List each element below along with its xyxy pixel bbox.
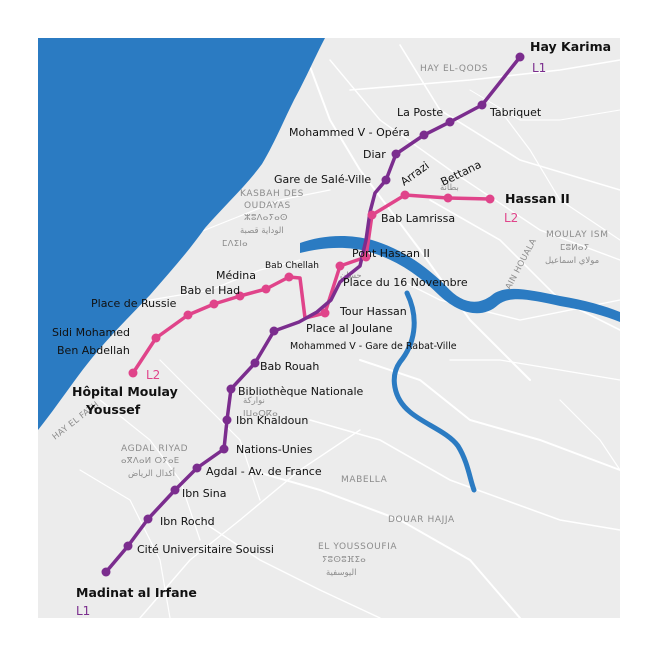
stop-place-16-novembre[interactable]	[335, 261, 345, 271]
district-moulay-tif: ⵎⵓⵍⴰⵢ	[560, 243, 589, 253]
stop-place-de-russie[interactable]	[183, 310, 193, 320]
terminal-hopital-2: Youssef	[85, 402, 141, 417]
district-kasbah-1: KASBAH DES	[240, 189, 304, 199]
stop-bibliotheque[interactable]	[226, 384, 236, 394]
district-mabella: MABELLA	[341, 475, 388, 485]
district-hassan-ar: حسان	[340, 271, 362, 281]
stop-cite-universitaire[interactable]	[123, 541, 133, 551]
stop-bab-lamrissa[interactable]	[367, 210, 377, 220]
label-cite-universitaire: Cité Universitaire Souissi	[137, 543, 274, 556]
district-agdal-riyad: AGDAL RIYAD	[121, 444, 188, 454]
district-bibli-tif: ⵏⵡⴰⵔⴽⴰ	[243, 409, 278, 419]
terminal-labels: Hay Karima L1 Madinat al Irfane L1 Hassa…	[72, 39, 611, 618]
stop-medina[interactable]	[261, 284, 271, 294]
district-kasbah-ar: الوداية قصبة	[240, 226, 284, 236]
label-medina: Médina	[216, 269, 256, 282]
atlantic-ocean	[38, 38, 325, 430]
district-agdal-tif: ⴰⴳⴷⴰⵍ ⵔⵢⴰⴹ	[121, 456, 179, 466]
bou-regreg-river	[300, 236, 620, 322]
tag-l1-south: L1	[76, 604, 90, 618]
stop-ibn-sina[interactable]	[170, 485, 180, 495]
label-pont-hassan-ii: Pont Hassan II	[352, 247, 430, 260]
line-l1-route	[104, 55, 522, 574]
label-la-poste: La Poste	[397, 106, 443, 119]
stop-bab-rouah[interactable]	[250, 358, 260, 368]
stop-hopital-moulay-youssef[interactable]	[128, 368, 138, 378]
stop-hassan-ii[interactable]	[485, 194, 495, 204]
terminal-hassan-ii: Hassan II	[505, 191, 570, 206]
district-youss-ar: اليوسفية	[326, 568, 356, 578]
label-place-de-russie: Place de Russie	[91, 297, 177, 310]
l1-stops	[101, 52, 525, 577]
label-tour-hassan: Tour Hassan	[339, 305, 407, 318]
district-hay-el-qods: HAY EL-QODS	[420, 64, 488, 74]
stop-tour-hassan[interactable]	[320, 308, 330, 318]
l2-stops	[128, 190, 495, 378]
label-bab-el-had: Bab el Had	[180, 284, 240, 297]
stop-pont-hassan-ii[interactable]	[361, 252, 371, 262]
tag-l2-east: L2	[504, 211, 518, 225]
label-place-al-joulane: Place al Joulane	[306, 322, 393, 335]
stop-ibn-rochd[interactable]	[143, 514, 153, 524]
label-ben-abdellah: Ben Abdellah	[57, 344, 130, 357]
stop-bab-chellah[interactable]	[284, 272, 294, 282]
district-douar-hajja: DOUAR HAJJA	[388, 515, 455, 525]
label-mohammed-v-opera: Mohammed V - Opéra	[289, 126, 410, 139]
stop-la-poste[interactable]	[445, 117, 455, 127]
line-l2-route	[131, 193, 492, 375]
stop-arrazi[interactable]	[400, 190, 410, 200]
tag-l1-north: L1	[532, 61, 546, 75]
district-kasbah-tif: ⵣⵓⴷⴰⵢⴰⵙ	[244, 213, 288, 223]
river-branch	[391, 290, 477, 493]
label-bab-rouah: Bab Rouah	[260, 360, 319, 373]
district-bibli-ar: نواركة	[243, 396, 265, 406]
district-moulay-ar: مولاي اسماعيل	[545, 256, 599, 266]
label-diar: Diar	[363, 148, 386, 161]
label-mohammed-v-gare: Mohammed V - Gare de Rabat-Ville	[290, 341, 457, 352]
label-gare-sale: Gare de Salé-Ville	[274, 173, 371, 186]
label-bab-lamrissa: Bab Lamrissa	[381, 212, 455, 225]
district-moulay: MOULAY ISM	[546, 230, 609, 240]
stop-place-al-joulane[interactable]	[269, 326, 279, 336]
stop-nations-unies[interactable]	[219, 444, 229, 454]
stop-mohammed-v-opera[interactable]	[419, 130, 429, 140]
label-bab-chellah: Bab Chellah	[265, 261, 319, 271]
stop-bettana[interactable]	[443, 193, 453, 203]
label-bibliotheque: Bibliothèque Nationale	[238, 385, 364, 398]
stop-agdal[interactable]	[192, 463, 202, 473]
district-el-youssoufia: EL YOUSSOUFIA	[318, 542, 397, 552]
stop-madinat-al-irfane[interactable]	[101, 567, 111, 577]
stop-sidi-mohamed-ben-abdellah[interactable]	[151, 333, 161, 343]
district-youss-tif: ⵢⵓⵙⵓⴼⵉⴰ	[322, 555, 366, 565]
stop-rue-al-oulja[interactable]	[209, 299, 219, 309]
label-sidi-mohamed: Sidi Mohamed	[52, 326, 130, 339]
terminal-madinat-al-irfane: Madinat al Irfane	[76, 585, 197, 600]
label-tabriquet: Tabriquet	[489, 106, 542, 119]
stop-ibn-khaldoun[interactable]	[222, 415, 232, 425]
label-ibn-rochd: Ibn Rochd	[160, 515, 215, 528]
label-agdal: Agdal - Av. de France	[206, 465, 322, 478]
road-network	[79, 39, 621, 619]
stop-hay-karima[interactable]	[515, 52, 525, 62]
district-batana-ar: بطانة	[440, 183, 459, 193]
label-ibn-khaldoun: Ibn Khaldoun	[236, 414, 308, 427]
label-place-16-novembre: Place du 16 Novembre	[343, 276, 468, 289]
district-kasbah-2: OUDAYAS	[244, 201, 291, 211]
terminal-hopital-1: Hôpital Moulay	[72, 384, 178, 399]
stop-tabriquet[interactable]	[477, 100, 487, 110]
district-medina-tif: ⵎⴷⵉⵏⴰ	[222, 239, 248, 249]
label-nations-unies: Nations-Unies	[236, 443, 313, 456]
stop-bab-el-had[interactable]	[235, 291, 245, 301]
label-ibn-sina: Ibn Sina	[182, 487, 226, 500]
district-agdal-ar: أكدال الرياض	[128, 467, 175, 479]
tag-l2-west: L2	[146, 368, 160, 382]
stop-gare-sale[interactable]	[381, 175, 391, 185]
stop-diar[interactable]	[391, 149, 401, 159]
terminal-hay-karima: Hay Karima	[530, 39, 611, 54]
